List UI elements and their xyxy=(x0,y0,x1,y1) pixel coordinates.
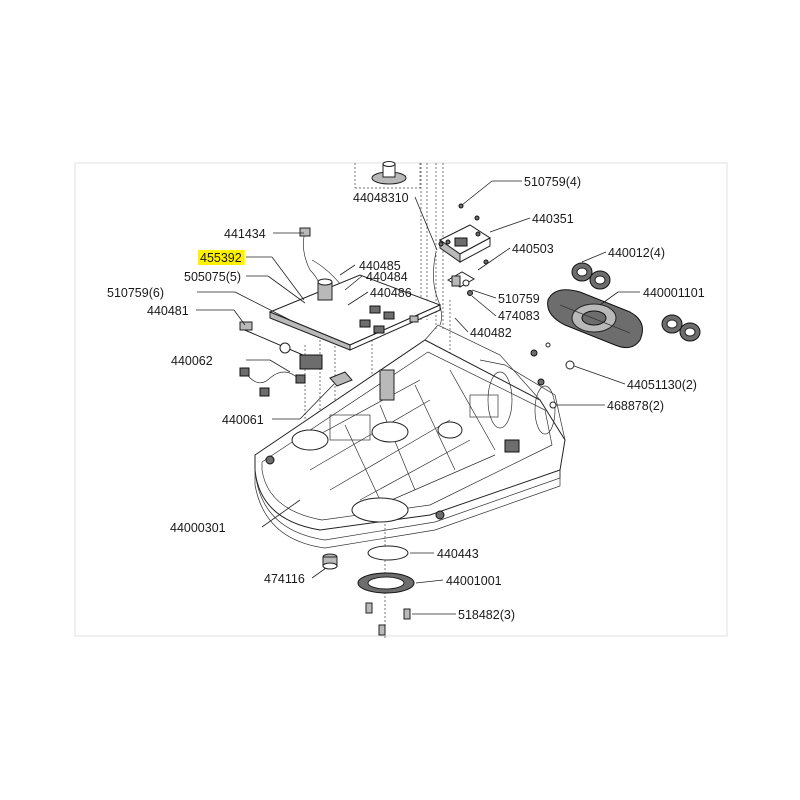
callout-label-440001101: 440001101 xyxy=(643,286,705,300)
callout-label-440486: 440486 xyxy=(370,286,412,300)
callout-label-474083: 474083 xyxy=(498,309,540,323)
switch-part xyxy=(433,251,475,326)
callout-label-440482: 440482 xyxy=(470,326,512,340)
callout-510759-4: 510759(4) xyxy=(524,175,581,189)
callout-label-440484: 440484 xyxy=(366,270,408,284)
bottom-screws xyxy=(365,602,411,636)
callout-455392: 455392 xyxy=(198,250,245,265)
callout-510759: 510759 xyxy=(498,292,540,306)
callout-440503: 440503 xyxy=(512,242,554,256)
callout-440001101: 440001101 xyxy=(643,286,705,300)
callout-label-440481: 440481 xyxy=(147,304,189,318)
callout-label-44001001: 44001001 xyxy=(446,574,502,588)
callout-highlight xyxy=(198,250,245,265)
circuit-board xyxy=(268,274,442,351)
callout-440443: 440443 xyxy=(437,547,479,561)
callout-440351: 440351 xyxy=(532,212,574,226)
callout-468878-2: 468878(2) xyxy=(607,399,664,413)
callout-labels: 44048310 510759(4) 440351 441434 440503 45539… xyxy=(107,175,705,622)
callout-474116: 474116 xyxy=(264,572,305,586)
callout-label-44048310: 44048310 xyxy=(353,191,409,205)
callout-44000301: 44000301 xyxy=(170,521,226,535)
callout-label-455392: 455392 xyxy=(200,251,242,265)
callout-label-440062: 440062 xyxy=(171,354,213,368)
callout-label-44051130-2: 44051130(2) xyxy=(627,378,697,392)
top-knob-part xyxy=(371,161,407,185)
callout-440061: 440061 xyxy=(222,413,264,427)
callout-440486: 440486 xyxy=(370,286,412,300)
callout-label-510759: 510759 xyxy=(498,292,540,306)
callout-440062: 440062 xyxy=(171,354,213,368)
callout-44051130-2: 44051130(2) xyxy=(627,378,697,392)
sensor-cable xyxy=(239,367,306,397)
callout-label-440061: 440061 xyxy=(222,413,264,427)
callout-label-440443: 440443 xyxy=(437,547,479,561)
callout-441434: 441434 xyxy=(224,227,266,241)
bearing-ring xyxy=(357,572,415,594)
callout-510759-6: 510759(6) xyxy=(107,286,164,300)
leader-lines xyxy=(196,180,640,615)
clip-part xyxy=(329,371,353,387)
screw-set xyxy=(438,203,489,265)
callout-label-441434: 441434 xyxy=(224,227,266,241)
callout-474083: 474083 xyxy=(498,309,540,323)
seal-ring xyxy=(367,545,409,561)
callout-label-44000301: 44000301 xyxy=(170,521,226,535)
callout-label-510759-6: 510759(6) xyxy=(107,286,164,300)
callout-label-440485: 440485 xyxy=(359,259,401,273)
callout-label-440012-4: 440012(4) xyxy=(608,246,665,260)
bracket-part xyxy=(439,224,491,263)
callout-44001001: 44001001 xyxy=(446,574,502,588)
callout-label-468878-2: 468878(2) xyxy=(607,399,664,413)
callout-label-474116: 474116 xyxy=(264,572,305,586)
callout-440485: 440485 xyxy=(359,259,401,273)
callout-440012-4: 440012(4) xyxy=(608,246,665,260)
callout-label-440351: 440351 xyxy=(532,212,574,226)
rod-cable xyxy=(239,321,323,370)
callout-label-510759-4: 510759(4) xyxy=(524,175,581,189)
callout-440481: 440481 xyxy=(147,304,189,318)
roller-set xyxy=(571,262,701,342)
washer-screws xyxy=(530,342,575,409)
callout-505075-5: 505075(5) xyxy=(184,270,241,284)
callout-label-505075-5: 505075(5) xyxy=(184,270,241,284)
callout-44048310: 44048310 xyxy=(353,191,409,205)
callout-440482: 440482 xyxy=(470,326,512,340)
callout-440484: 440484 xyxy=(366,270,408,284)
callout-518482-3: 518482(3) xyxy=(458,608,515,622)
callout-label-518482-3: 518482(3) xyxy=(458,608,515,622)
callout-label-440503: 440503 xyxy=(512,242,554,256)
brush-assembly xyxy=(547,289,643,349)
main-housing xyxy=(254,324,566,549)
bushing-part xyxy=(322,553,338,570)
page-frame xyxy=(74,162,728,637)
